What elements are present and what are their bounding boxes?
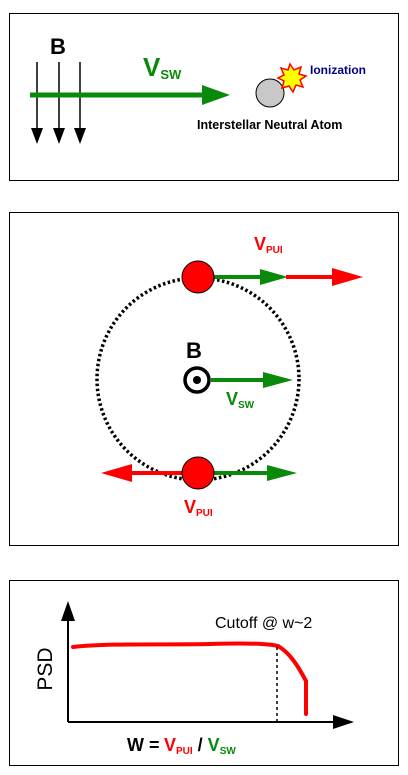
cutoff-label: Cutoff @ w~2 (215, 615, 312, 632)
center-vsw-arrowhead (263, 372, 293, 388)
ionization-diagram: B VSW Ionization Interstellar Neutral At… (30, 34, 366, 144)
center-vsw-label: VSW (226, 389, 255, 411)
top-vpui-arrowhead (332, 268, 363, 286)
psd-panel: PSD Cutoff @ w~2 W = VPUI / VSW (9, 580, 399, 766)
field-arrowhead-2 (53, 128, 65, 144)
top-pickup-ion (181, 260, 215, 294)
bottom-vsw-arrowhead (267, 465, 297, 481)
gyration-diagram: VPUI B VSW VPUI (95, 234, 363, 519)
neutral-atom (255, 78, 285, 108)
gyration-panel: VPUI B VSW VPUI (9, 212, 399, 546)
psd-axis-label: PSD (34, 647, 57, 690)
b-field-label: B (50, 34, 66, 59)
vsw-label: VSW (143, 52, 182, 82)
y-axis-arrowhead (61, 601, 75, 621)
field-arrowhead-3 (74, 128, 86, 144)
psd-plot: PSD Cutoff @ w~2 W = VPUI / VSW (34, 601, 354, 757)
bottom-pickup-ion (181, 456, 215, 490)
x-axis-arrowhead (333, 715, 354, 729)
top-vpui-label: VPUI (254, 234, 283, 256)
ionization-label: Ionization (310, 63, 366, 77)
ionization-burst-icon (276, 62, 308, 94)
bottom-vpui-arrowhead (101, 464, 132, 482)
psd-curve (71, 641, 308, 716)
top-vsw-arrowhead (260, 269, 288, 285)
field-arrowhead-1 (31, 128, 43, 144)
atom-label: Interstellar Neutral Atom (197, 118, 342, 132)
b-out-of-plane-dot (193, 376, 201, 384)
x-axis-label: W = VPUI / VSW (127, 735, 236, 757)
solar-wind-arrowhead (202, 85, 230, 105)
bottom-vpui-label: VPUI (184, 497, 213, 519)
magnetic-field-lines (31, 62, 86, 144)
ionization-panel: B VSW Ionization Interstellar Neutral At… (9, 13, 399, 181)
center-b-label: B (186, 338, 202, 363)
